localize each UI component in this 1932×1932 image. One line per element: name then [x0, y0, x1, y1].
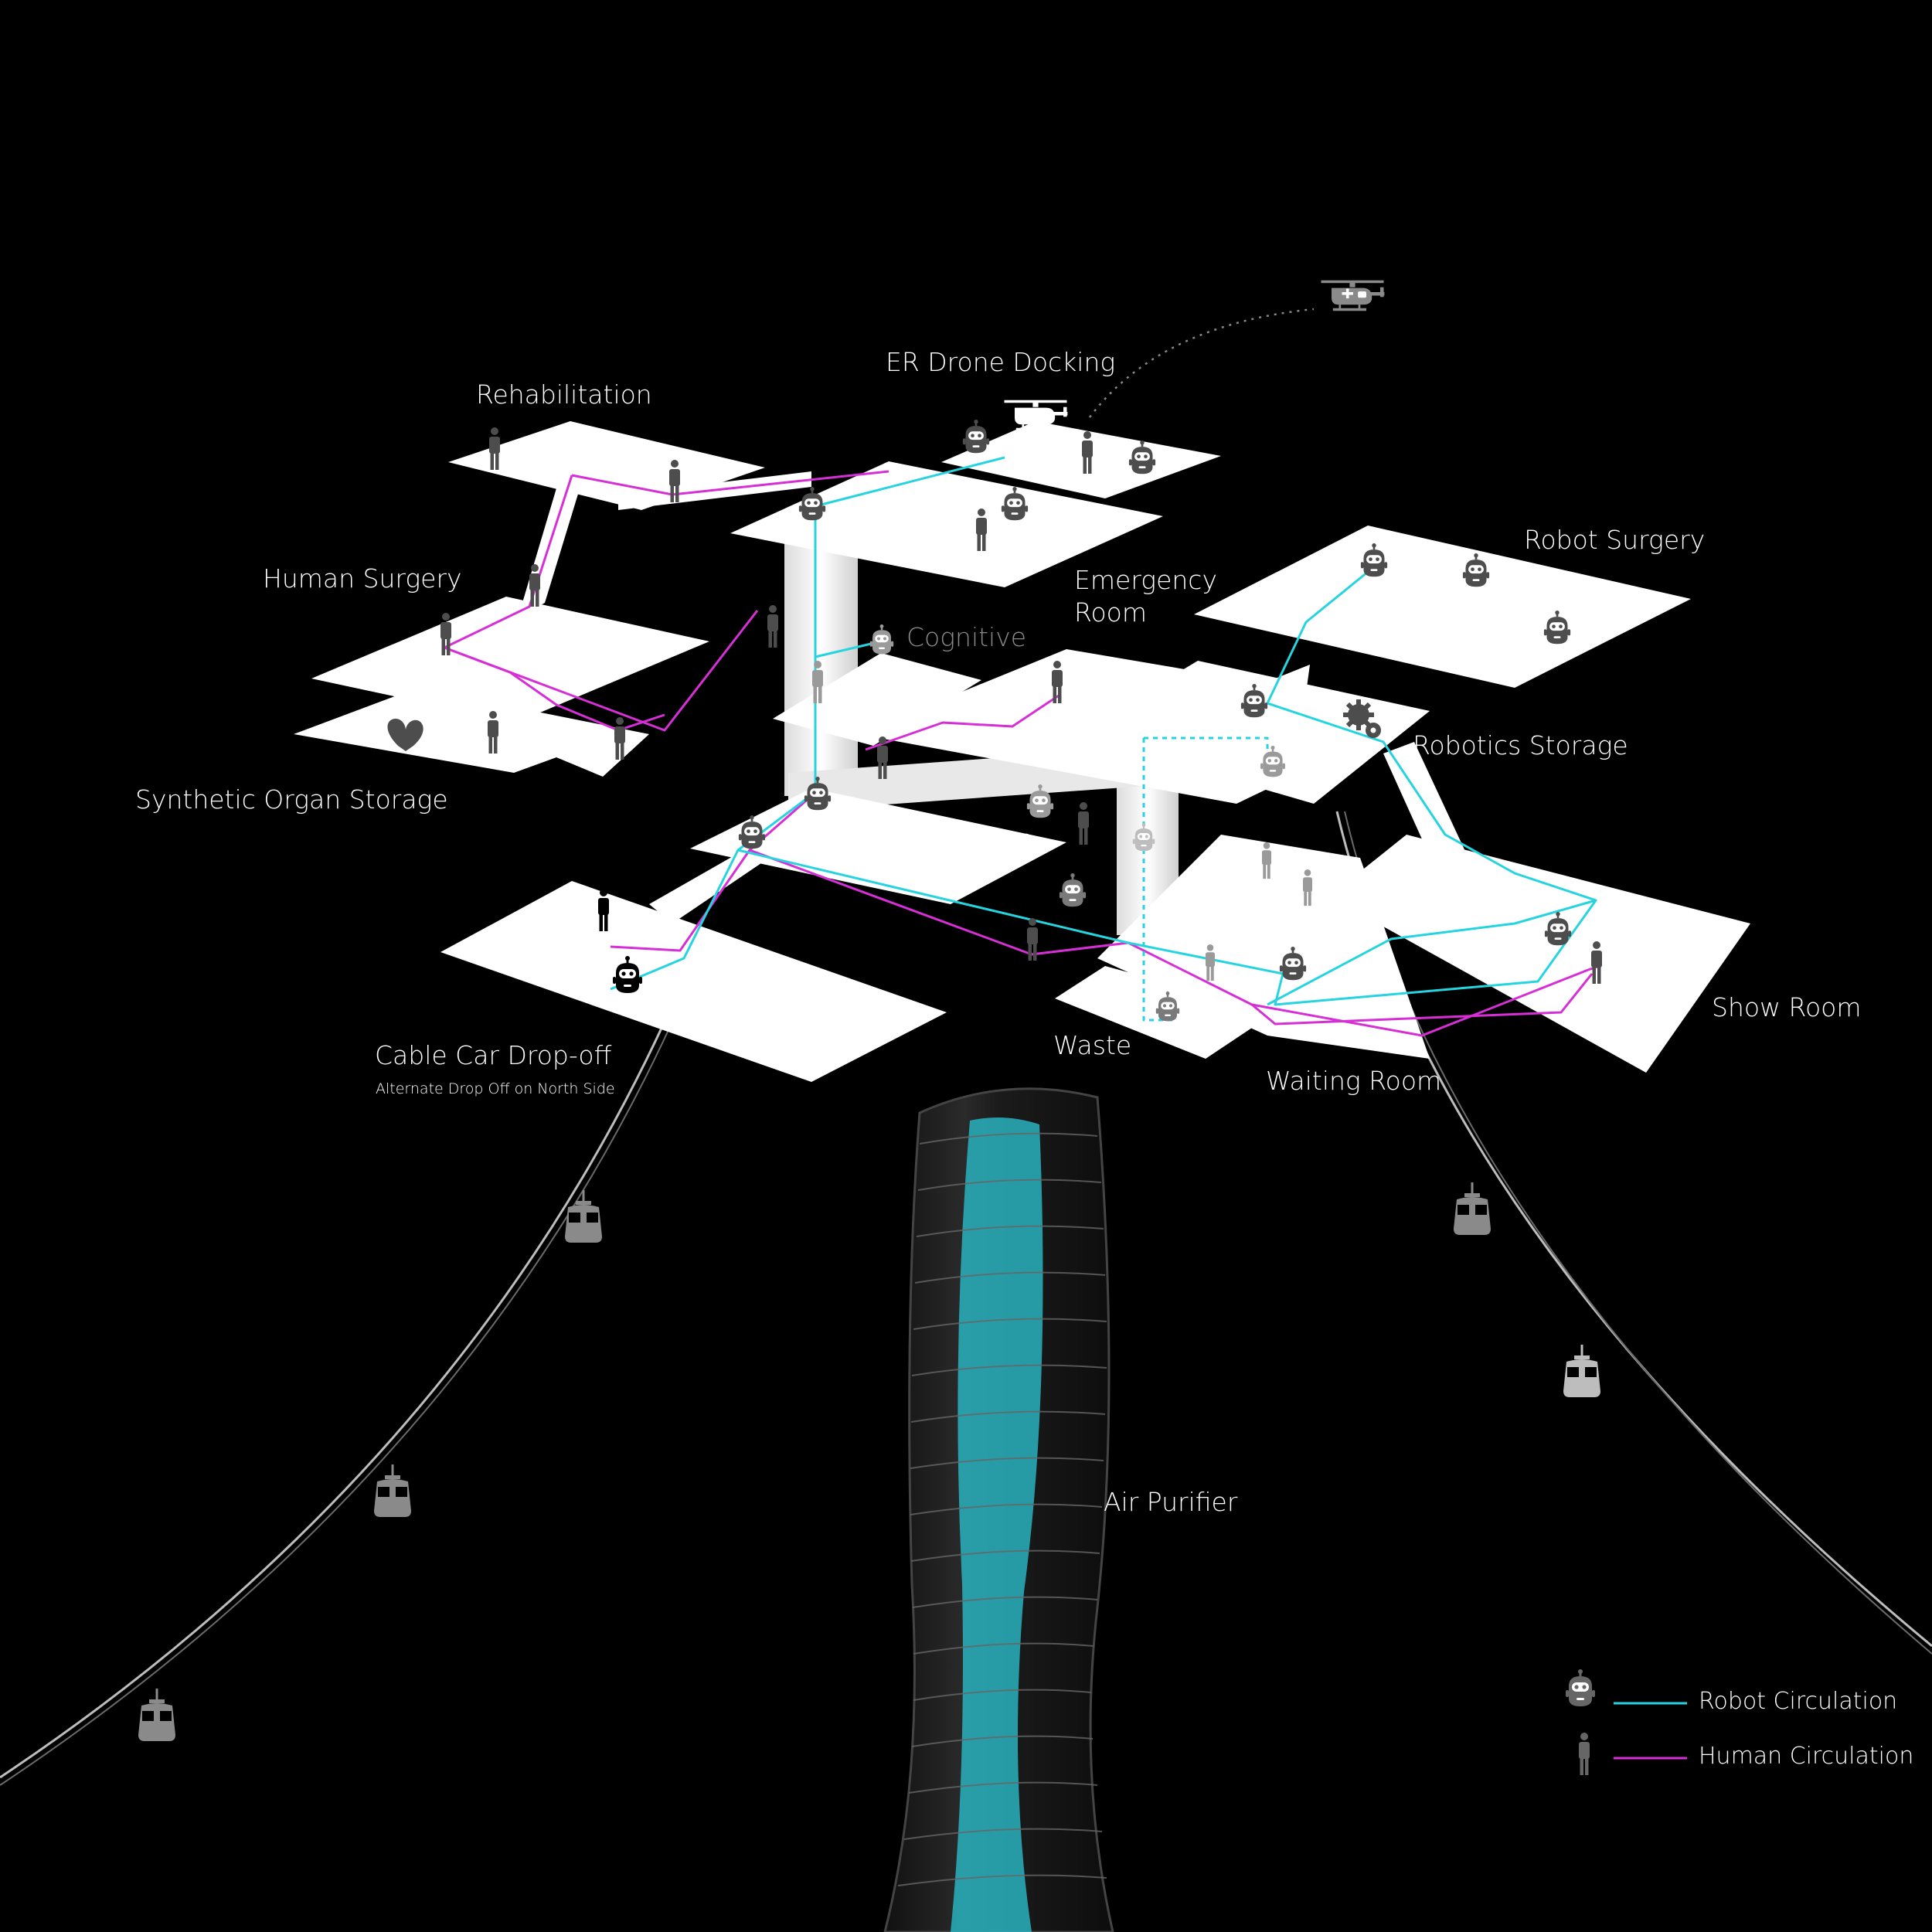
platform-synthetic-organ [294, 688, 649, 777]
label-cable-car-note: Alternate Drop Off on North Side [376, 1080, 615, 1097]
platform-cable-car [440, 881, 947, 1082]
label-waste: Waste [1053, 1030, 1132, 1060]
label-er-drone-docking: ER Drone Docking [886, 347, 1116, 377]
robot-icon [1059, 873, 1087, 908]
label-cable-car-dropoff: Cable Car Drop-off [375, 1040, 612, 1070]
label-waiting-room: Waiting Room [1266, 1066, 1442, 1096]
label-robot-surgery: Robot Surgery [1524, 525, 1706, 555]
purifier-rings [897, 1132, 1107, 1886]
platform-issue-verification [690, 788, 1066, 904]
platform-robotics-storage [1074, 661, 1430, 804]
person-icon [1078, 802, 1089, 845]
gondola-icon [372, 1464, 413, 1519]
label-human-surgery: Human Surgery [263, 563, 462, 594]
legend [1565, 1669, 1687, 1775]
legend-robot-label: Robot Circulation [1699, 1688, 1898, 1715]
gondola-icon [137, 1689, 177, 1743]
platform-emergency-room [730, 461, 1163, 587]
platform-cognitive [773, 653, 981, 746]
air-purifier-tower [883, 1087, 1114, 1932]
person-icon [767, 605, 778, 648]
label-issue-verification: Issue Verification [816, 824, 1034, 854]
label-show-room: Show Room [1712, 992, 1862, 1022]
label-rehabilitation: Rehabilitation [476, 379, 652, 410]
legend-human-label: Human Circulation [1699, 1743, 1914, 1770]
label-synthetic-organ-storage: Synthetic Organ Storage [135, 784, 448, 815]
person-icon [1579, 1733, 1590, 1775]
label-emergency: Emergency [1074, 565, 1217, 595]
platform-show-room [1329, 835, 1750, 1073]
cable-left-2 [0, 1004, 681, 1786]
gondola-icon [1562, 1345, 1602, 1399]
robot-icon [798, 487, 826, 522]
robot-icon [1565, 1669, 1596, 1708]
robot-icon [962, 420, 990, 454]
drone-flight-path [1089, 308, 1315, 418]
label-cognitive: Cognitive [906, 622, 1027, 652]
helicopter-icon [1319, 280, 1386, 311]
robot-icon [869, 624, 894, 655]
label-room: Room [1074, 597, 1147, 628]
cable-left [0, 1004, 674, 1779]
gears-icon [1343, 699, 1381, 738]
platform-er-drone [941, 421, 1221, 498]
platform-robot-surgery [1194, 526, 1691, 688]
gondola-icon [1452, 1182, 1492, 1236]
label-air-purifier: Air Purifier [1104, 1487, 1238, 1517]
label-robotics-storage: Robotics Storage [1413, 730, 1628, 760]
heart-icon [387, 719, 423, 751]
platforms [294, 421, 1750, 1082]
